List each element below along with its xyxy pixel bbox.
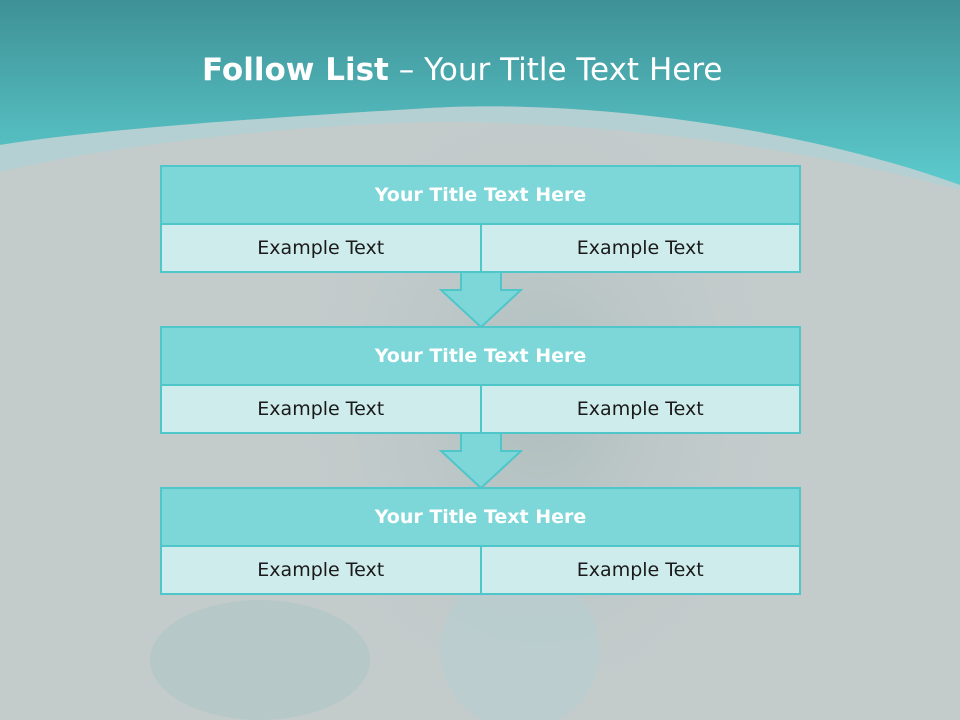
title-rest-part: – Your Title Text Here: [388, 52, 723, 88]
step-cell-right: Example Text: [479, 386, 800, 432]
step-heading: Your Title Text Here: [162, 328, 799, 386]
step-row: Example Text Example Text: [162, 225, 799, 271]
step-cell-right: Example Text: [479, 225, 800, 271]
step-cell-left: Example Text: [257, 559, 385, 581]
step-heading: Your Title Text Here: [162, 167, 799, 225]
step-cell-left: Example Text: [257, 398, 385, 420]
step-row: Example Text Example Text: [162, 386, 799, 432]
step-block-1: Your Title Text Here Example Text Exampl…: [160, 165, 801, 273]
step-row: Example Text Example Text: [162, 547, 799, 593]
step-cell-right: Example Text: [479, 547, 800, 593]
step-block-2: Your Title Text Here Example Text Exampl…: [160, 326, 801, 434]
step-heading: Your Title Text Here: [162, 489, 799, 547]
step-block-3: Your Title Text Here Example Text Exampl…: [160, 487, 801, 595]
title-bold-part: Follow List: [202, 52, 389, 88]
step-cell-left: Example Text: [257, 237, 385, 259]
down-arrow-icon: [439, 432, 523, 490]
slide-title: Follow List – Your Title Text Here: [202, 52, 722, 102]
down-arrow-icon: [439, 271, 523, 329]
